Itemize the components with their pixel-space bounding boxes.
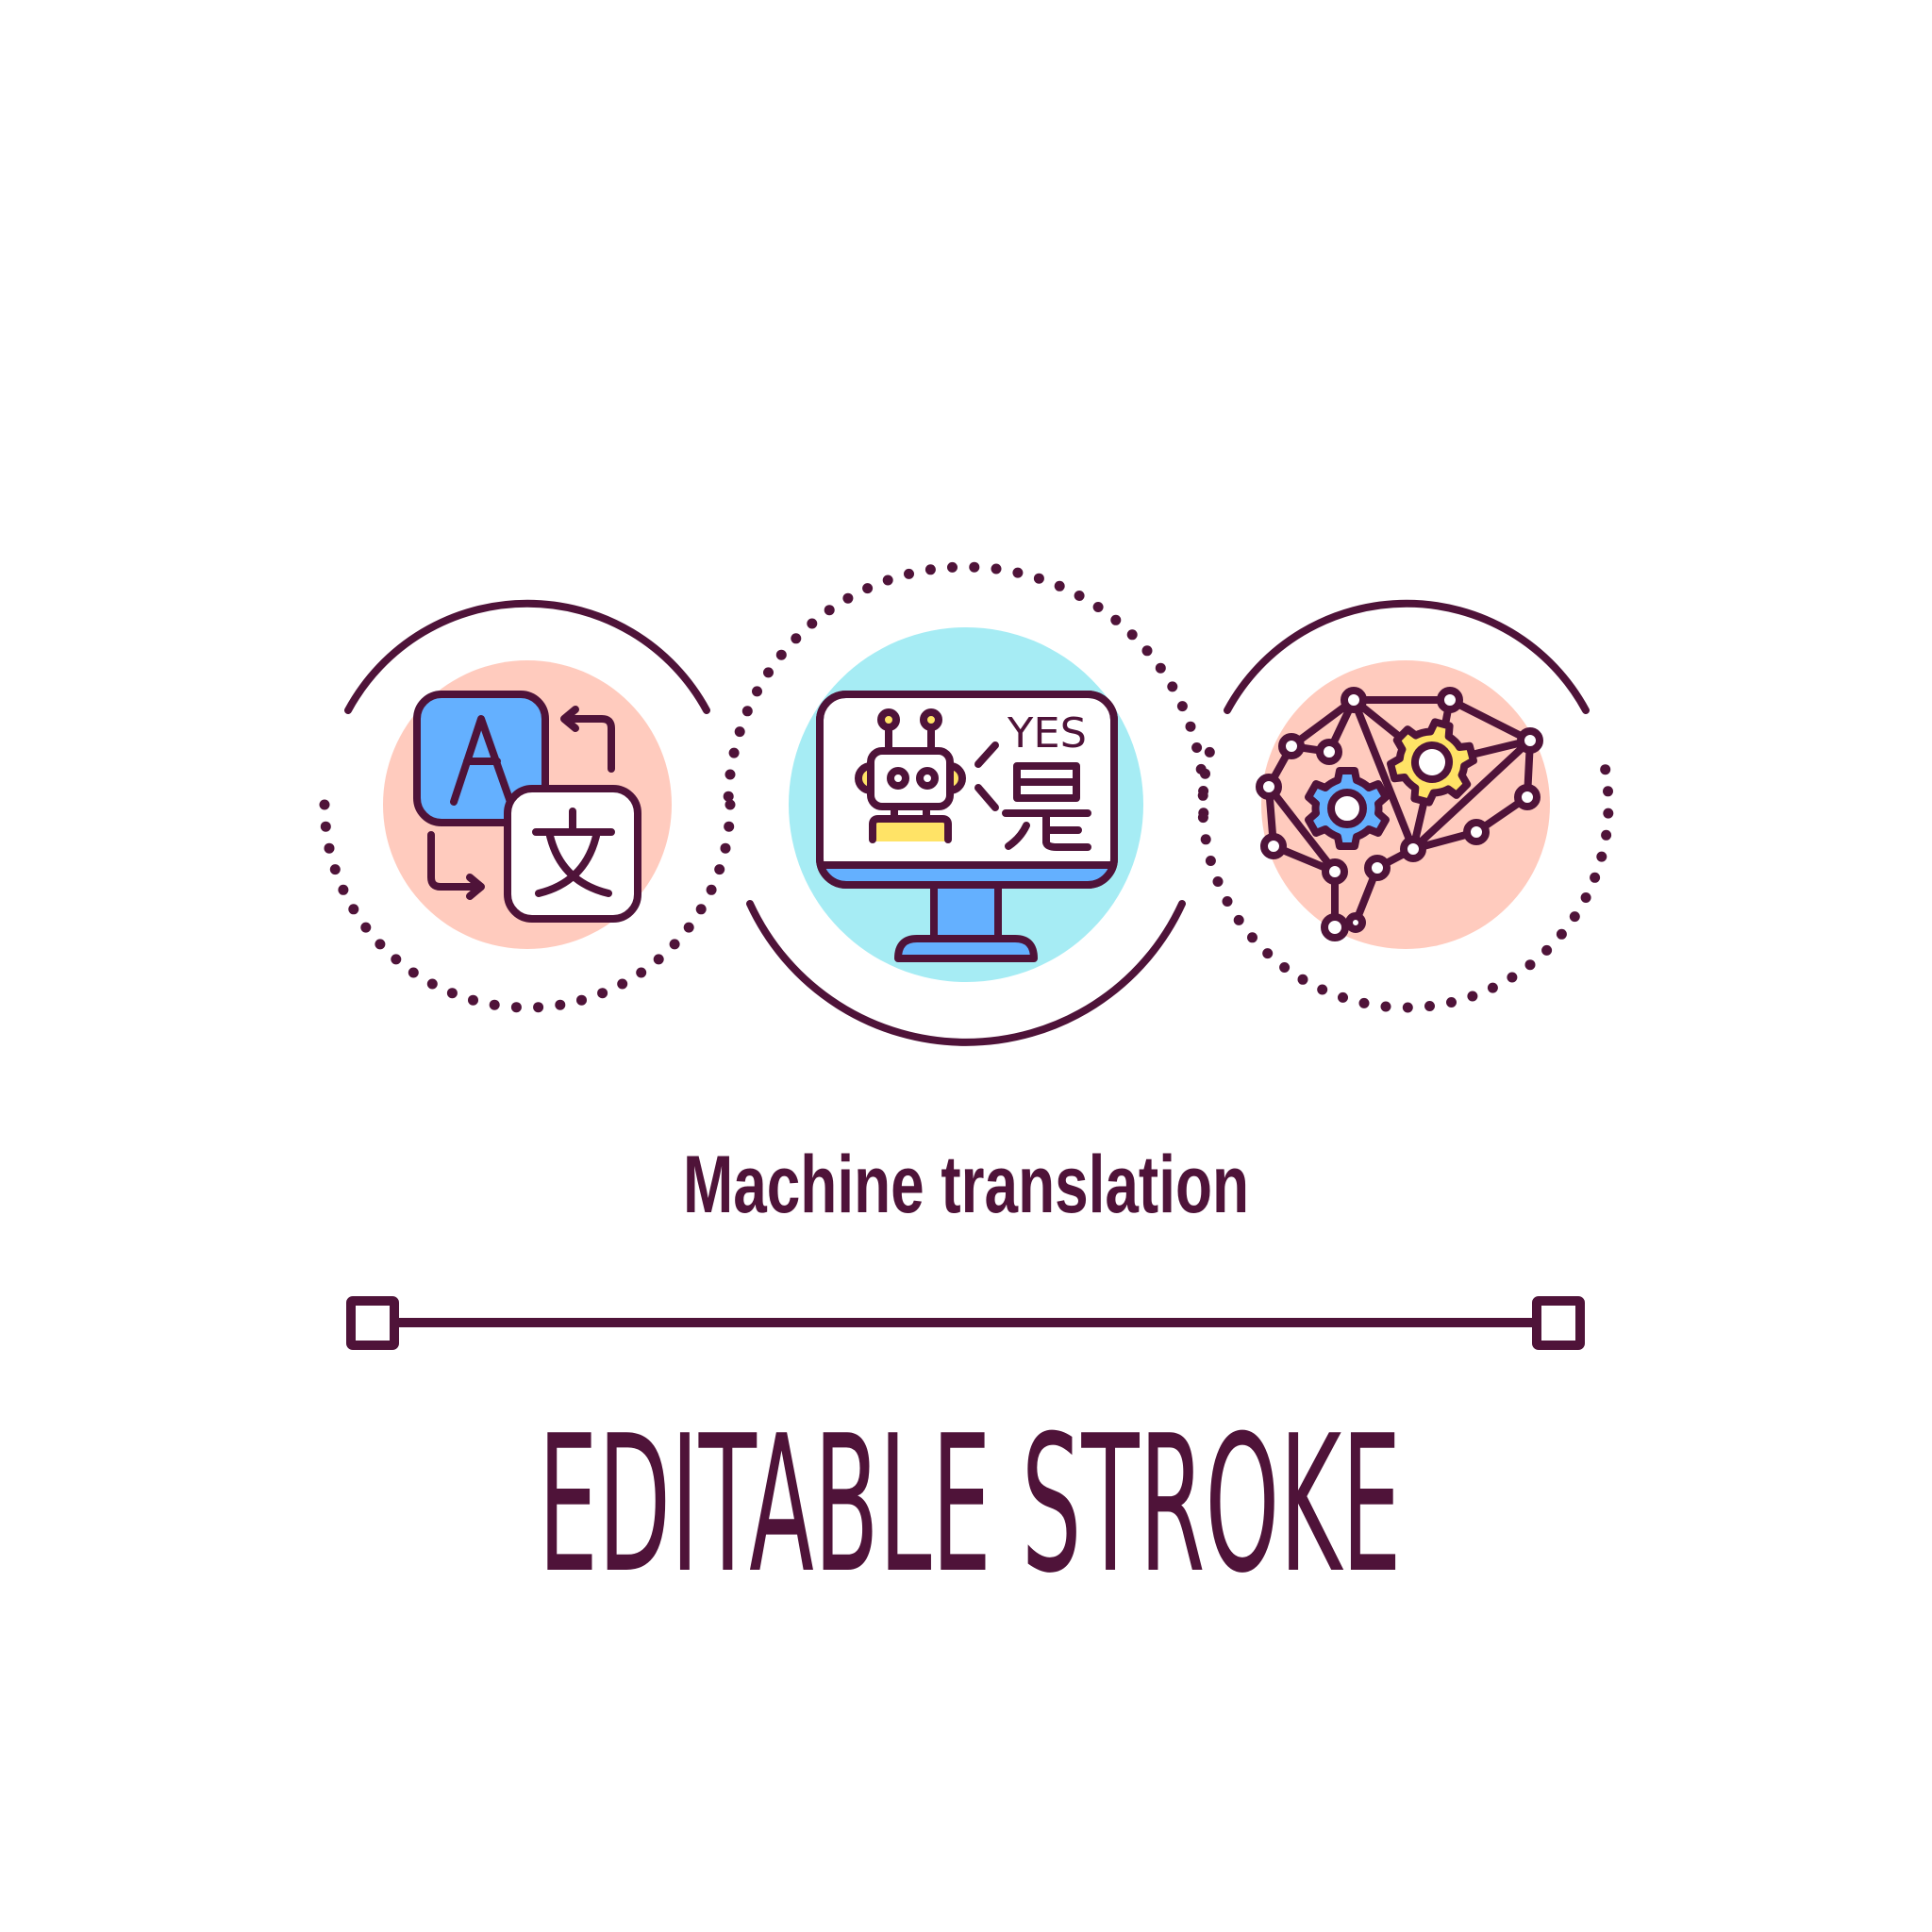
concept-title: Machine translation [683, 1140, 1249, 1230]
top-arc [1224, 599, 1590, 714]
monitor-stand-neck [930, 879, 1002, 942]
antenna-bulb-right [920, 708, 942, 731]
gear-blue-icon [1305, 767, 1390, 850]
letter-a-glyph [450, 715, 514, 806]
robot-eye-right [916, 767, 939, 790]
chinese-char-box [504, 785, 641, 923]
robot-eye-left [887, 767, 909, 790]
arrow-forward-icon [427, 831, 485, 900]
robot-shoulders [869, 815, 952, 843]
arrow-back-icon [560, 706, 615, 773]
robot-translator-monitor-icon: YES [746, 627, 1186, 1046]
bottom-arc [746, 900, 1186, 1046]
stroke-indicator [346, 1296, 1585, 1350]
chinese-wen-glyph [532, 808, 615, 897]
dotted-arcs [319, 561, 1614, 1013]
robot-icon [855, 708, 966, 843]
monitor-frame-outline [816, 691, 1118, 889]
monitor-stand-base [894, 935, 1038, 962]
network-edges [1265, 696, 1534, 931]
speech-chevron-icon [974, 741, 999, 811]
yes-glyph: YES [1007, 709, 1087, 758]
editable-stroke-banner: EDITABLE STROKE [539, 1395, 1402, 1615]
top-arc [344, 599, 710, 714]
robot-head [867, 747, 954, 810]
network-nodes [1256, 687, 1543, 941]
gear-yellow-icon [1387, 718, 1477, 807]
antenna-bulb-left [877, 708, 900, 731]
handle-left-icon [346, 1296, 399, 1350]
neural-brain-gears-icon [1224, 599, 1590, 949]
language-translate-icon [344, 599, 710, 949]
handle-right-icon [1532, 1296, 1585, 1350]
chinese-shi-glyph [1002, 762, 1091, 851]
